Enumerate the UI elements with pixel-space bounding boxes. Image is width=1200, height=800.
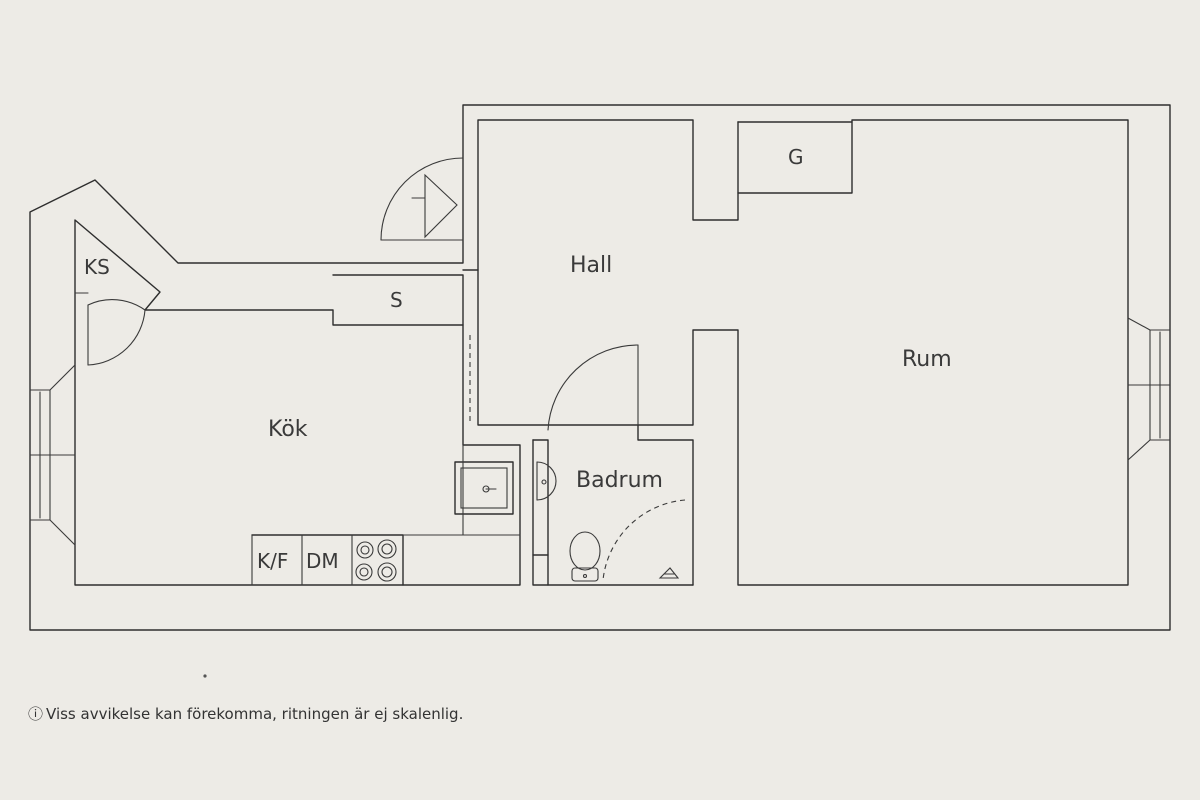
closet-door [74,292,146,366]
label-fridge-freezer: K/F [257,549,288,573]
label-closet-ks: KS [84,255,110,279]
label-storage-s: S [390,288,403,312]
kitchen-sink [454,444,521,536]
label-dishwasher: DM [306,549,339,573]
info-icon: ⓘ [28,705,44,723]
window-right [1127,317,1171,461]
floor-drain-icon [658,567,680,579]
room-label-kitchen: Kök [268,417,308,442]
room-label-hall: Hall [570,253,612,278]
washbasin-icon [536,461,557,501]
window-left [29,364,76,546]
inner-walls [332,121,853,586]
disclaimer-text: Viss avvikelse kan förekomma, ritningen … [46,705,464,723]
kitchen-counter [251,534,464,586]
entrance-door [380,157,464,241]
room-label-bathroom: Badrum [576,468,663,493]
bathroom-door [547,344,686,581]
paper-speck [203,674,207,678]
label-wardrobe-g: G [788,145,804,169]
room-label-rum: Rum [902,347,952,372]
outer-walls [29,104,1171,631]
stove-icon [355,539,397,582]
toilet-icon [569,531,601,582]
